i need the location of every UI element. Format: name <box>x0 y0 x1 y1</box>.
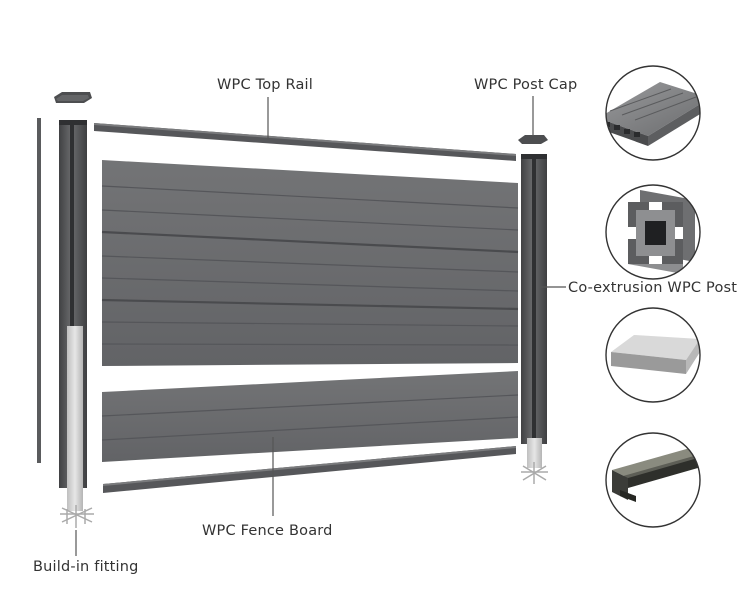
post-profile-icon <box>605 184 701 280</box>
right-post-cap <box>518 135 548 144</box>
right-post <box>521 154 547 468</box>
post-cap-icon <box>605 307 701 403</box>
right-build-in-fitting <box>521 462 548 484</box>
top-rail <box>94 123 516 161</box>
callout-lines <box>75 96 566 556</box>
left-post-cap <box>54 92 92 103</box>
u-channel-rail-icon <box>605 432 701 528</box>
bottom-rail <box>103 446 516 493</box>
left-fitting-bar <box>67 326 83 511</box>
fitting-label: Build-in fitting <box>33 559 139 575</box>
board-section-icon <box>605 65 701 161</box>
post-cap-label: WPC Post Cap <box>474 77 578 93</box>
thin-rod <box>37 118 41 463</box>
fence-board-label: WPC Fence Board <box>202 523 333 539</box>
lower-fence-panel <box>101 371 519 462</box>
left-build-in-fitting <box>60 505 94 528</box>
left-post <box>59 120 87 511</box>
post-label: Co-extrusion WPC Post <box>568 280 738 296</box>
top-rail-label: WPC Top Rail <box>217 77 313 93</box>
upper-fence-panel <box>101 160 519 366</box>
